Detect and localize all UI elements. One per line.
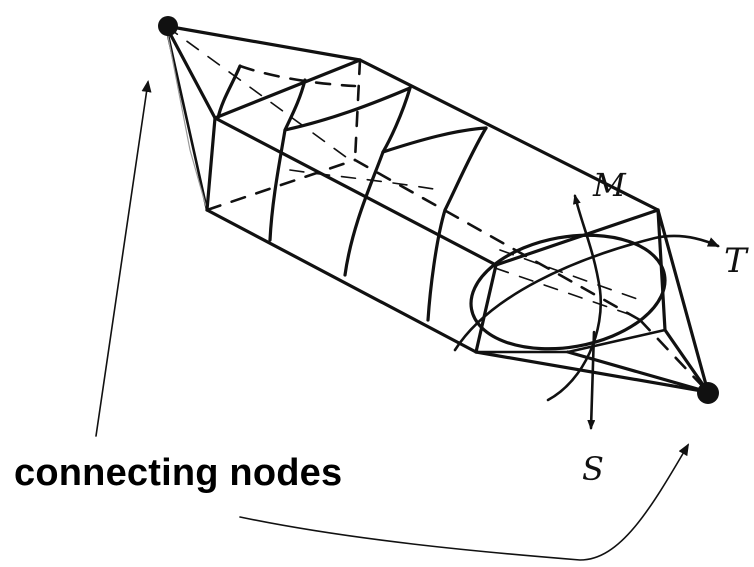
beam-box	[205, 58, 667, 354]
torque-arrow	[453, 234, 720, 352]
right-connecting-node	[697, 382, 719, 404]
shear-label: S	[582, 450, 604, 488]
torque-label: T	[724, 241, 749, 281]
shear-arrow	[587, 330, 596, 430]
pointer-left	[95, 80, 152, 437]
end-section-oval	[469, 233, 667, 351]
left-end-pyramid	[164, 24, 362, 212]
pointer-right	[239, 443, 690, 561]
connecting-nodes-caption: connecting nodes	[14, 452, 343, 494]
section-rings	[216, 64, 488, 322]
left-connecting-node	[158, 16, 178, 36]
moment-arrow	[546, 194, 603, 402]
moment-label: M	[592, 166, 627, 204]
